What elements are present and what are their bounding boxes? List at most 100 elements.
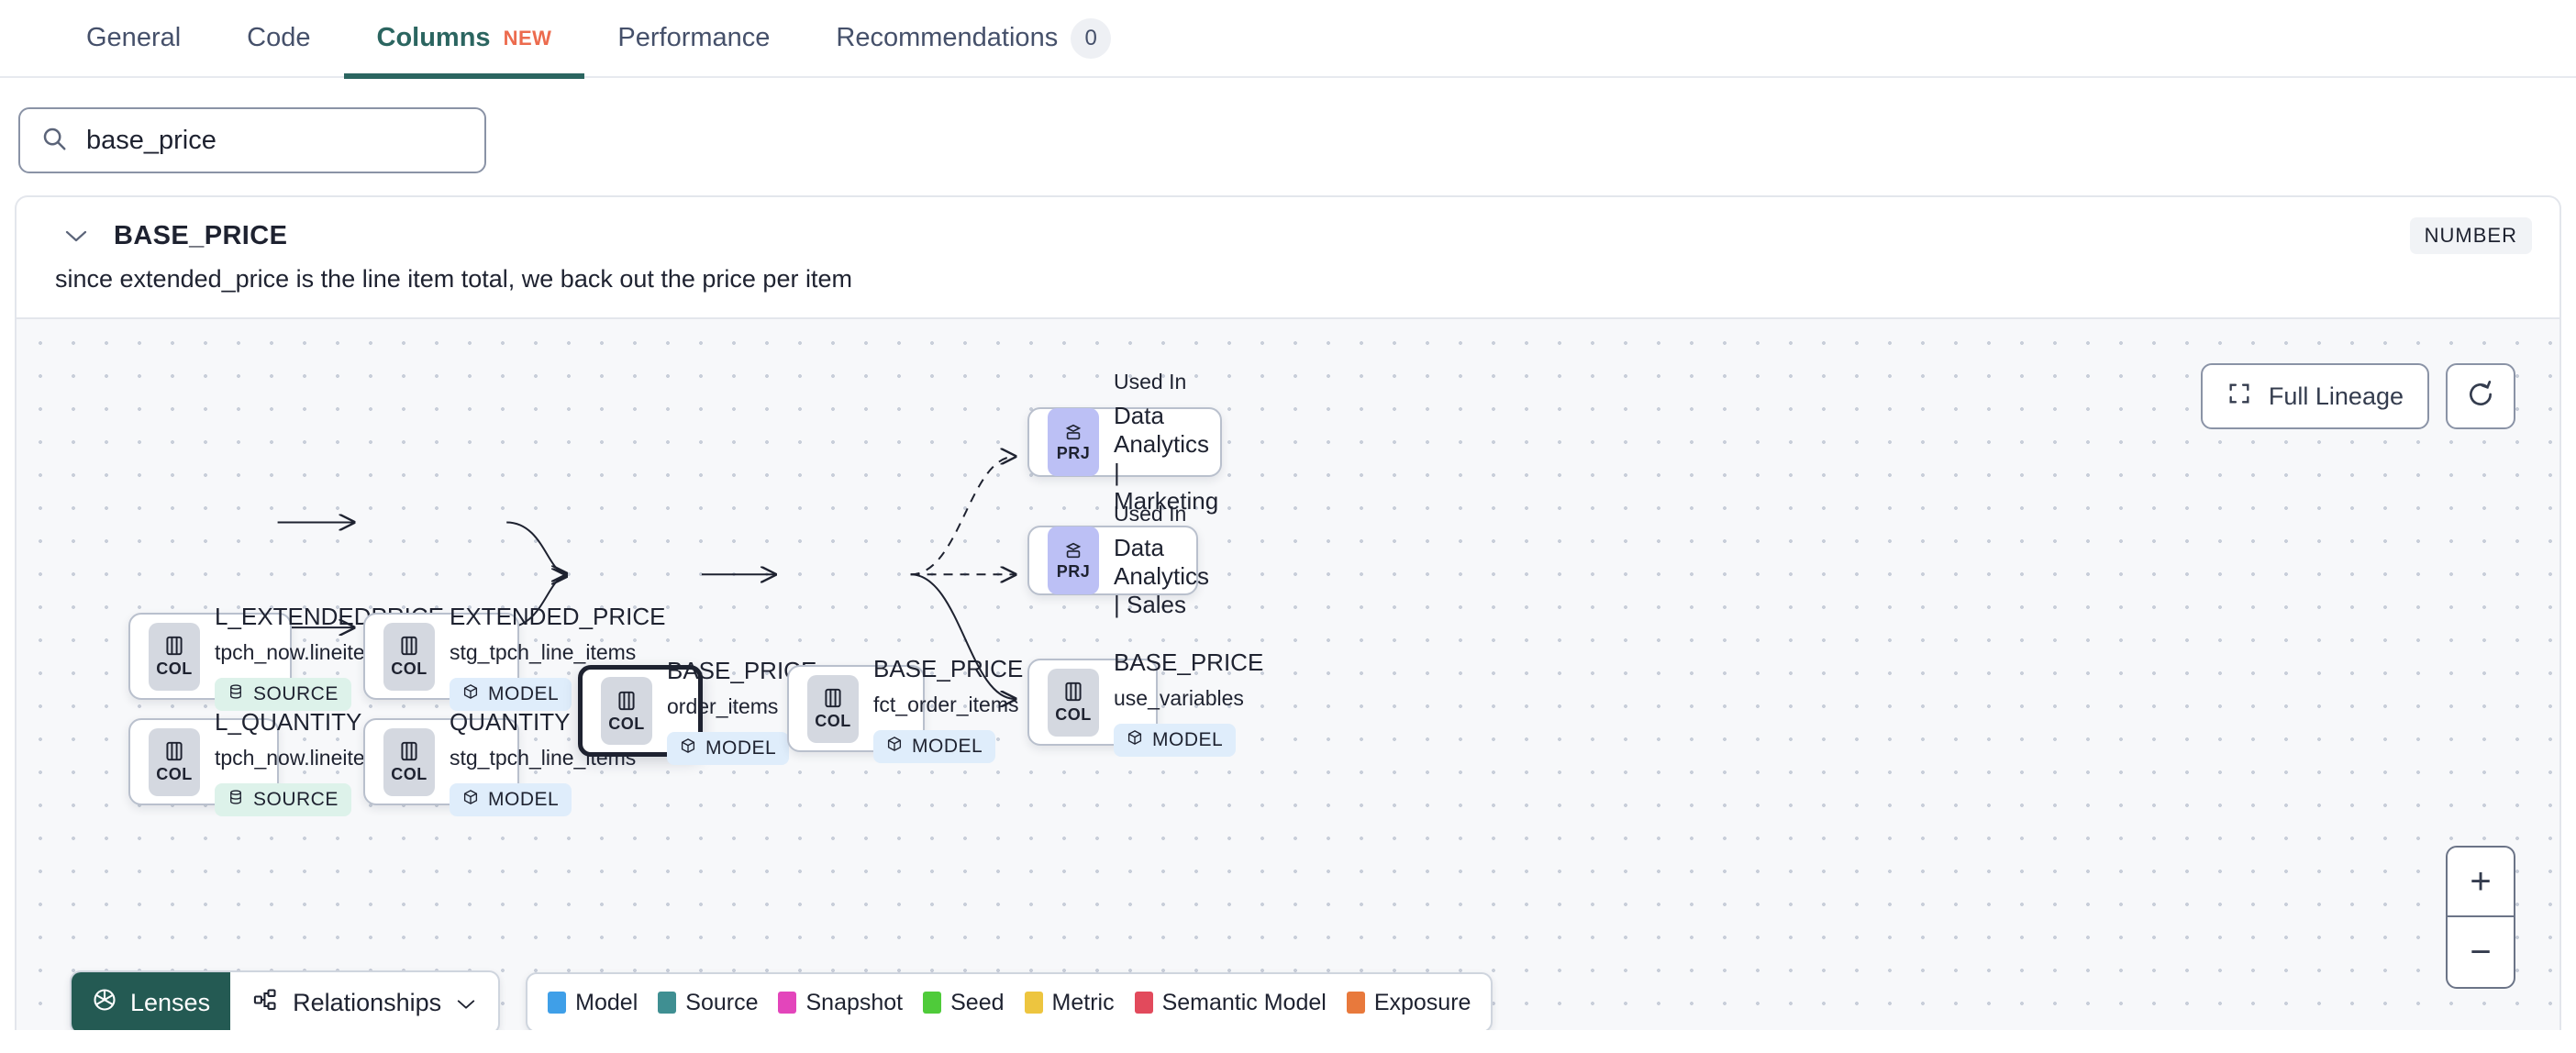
relationships-label: Relationships bbox=[293, 988, 442, 1016]
tab-label: General bbox=[86, 23, 182, 52]
zoom-in-button[interactable]: + bbox=[2448, 848, 2514, 917]
node-type-label: MODEL bbox=[1152, 728, 1224, 750]
search-input[interactable] bbox=[84, 124, 464, 157]
col-badge-label: COL bbox=[391, 660, 427, 678]
legend-label: Semantic Model bbox=[1161, 989, 1327, 1015]
node-title: Used In bbox=[1114, 369, 1187, 393]
node-body: Used In Data Analytics | Marketing bbox=[1099, 370, 1235, 515]
tab-general[interactable]: General bbox=[53, 0, 214, 77]
node-type-label: SOURCE bbox=[253, 682, 339, 704]
node-body: L_QUANTITY tpch_now.lineitem SOURCE bbox=[200, 708, 399, 816]
node-body: BASE_PRICE use_variables MODEL bbox=[1099, 648, 1280, 757]
tab-code[interactable]: Code bbox=[214, 0, 343, 77]
col-icon: COL bbox=[383, 727, 435, 796]
col-icon: COL bbox=[601, 677, 652, 745]
tab-performance[interactable]: Performance bbox=[584, 0, 803, 77]
column-header: BASE_PRICE NUMBER bbox=[17, 197, 2559, 261]
node-subtitle: tpch_now.lineitem bbox=[215, 639, 383, 664]
node-type-tag: SOURCE bbox=[215, 782, 351, 816]
legend-swatch bbox=[1024, 992, 1043, 1014]
lineage-canvas[interactable]: COL L_EXTENDEDPRICE tpch_now.lineitem SO… bbox=[17, 317, 2559, 1030]
cube-icon bbox=[886, 736, 903, 758]
node-subtitle: Data Analytics | Sales bbox=[1114, 534, 1210, 618]
node-subtitle: Data Analytics | Marketing bbox=[1114, 401, 1219, 515]
legend-swatch bbox=[548, 992, 567, 1014]
zoom-out-button[interactable]: − bbox=[2470, 931, 2492, 972]
col-icon: COL bbox=[383, 622, 435, 691]
tab-label: Performance bbox=[617, 23, 771, 52]
tab-new-badge: NEW bbox=[503, 26, 552, 50]
lenses-button[interactable]: Lenses bbox=[72, 972, 231, 1030]
relationships-button[interactable]: Relationships bbox=[230, 972, 498, 1030]
legend-label: Model bbox=[575, 989, 638, 1015]
database-icon bbox=[228, 789, 244, 811]
node-type-tag: MODEL bbox=[873, 729, 996, 763]
node-title: QUANTITY bbox=[450, 707, 571, 736]
legend-swatch bbox=[1346, 992, 1365, 1014]
node-type-tag: MODEL bbox=[667, 732, 790, 765]
lens-relationships-group: Lenses Relationships bbox=[70, 970, 501, 1030]
col-badge-label: COL bbox=[391, 765, 427, 783]
node-type-tag: MODEL bbox=[450, 677, 572, 711]
lineage-node-project-marketing[interactable]: PRJ Used In Data Analytics | Marketing bbox=[1027, 370, 1222, 515]
legend-item-metric: Metric bbox=[1024, 989, 1115, 1016]
lineage-node-base-price-use-variables[interactable]: COL BASE_PRICE use_variables MODEL bbox=[1027, 648, 1263, 757]
legend-label: Seed bbox=[950, 989, 1005, 1015]
graph-top-controls: Full Lineage bbox=[2200, 363, 2515, 429]
legend-item-exposure: Exposure bbox=[1346, 989, 1471, 1016]
graph-bottom-bar: Lenses Relationships bbox=[70, 970, 1493, 1030]
column-detail-card: BASE_PRICE NUMBER since extended_price i… bbox=[15, 195, 2561, 1030]
lineage-node-quantity[interactable]: COL QUANTITY stg_tpch_line_items MODEL bbox=[363, 708, 636, 816]
cube-icon bbox=[680, 737, 696, 759]
legend-label: Metric bbox=[1051, 989, 1115, 1015]
lineage-node-project-sales[interactable]: PRJ Used In Data Analytics | Sales bbox=[1027, 502, 1209, 618]
refresh-button[interactable] bbox=[2446, 363, 2515, 429]
node-type-tag: MODEL bbox=[1114, 723, 1237, 757]
cube-icon bbox=[1127, 729, 1143, 751]
lineage-node-extended-price[interactable]: COL EXTENDED_PRICE stg_tpch_line_items M… bbox=[363, 603, 666, 711]
tab-bar: General Code Columns NEW Performance Rec… bbox=[0, 0, 2576, 79]
cube-icon bbox=[462, 683, 479, 705]
search-box[interactable] bbox=[18, 107, 486, 173]
col-badge-label: COL bbox=[815, 712, 851, 730]
tab-columns[interactable]: Columns NEW bbox=[343, 0, 585, 79]
expand-icon bbox=[2226, 381, 2252, 413]
lineage-node-l-extendedprice[interactable]: COL L_EXTENDEDPRICE tpch_now.lineitem SO… bbox=[128, 603, 444, 711]
full-lineage-button[interactable]: Full Lineage bbox=[2200, 363, 2429, 429]
search-area bbox=[0, 78, 2576, 195]
col-icon: COL bbox=[149, 727, 200, 796]
tab-label: Columns bbox=[376, 23, 491, 52]
legend-item-model: Model bbox=[548, 990, 638, 1016]
lenses-label: Lenses bbox=[130, 988, 211, 1016]
database-icon bbox=[228, 683, 244, 705]
col-badge-label: COL bbox=[156, 660, 193, 678]
col-icon: COL bbox=[1048, 668, 1099, 737]
node-subtitle: tpch_now.lineitem bbox=[215, 745, 383, 770]
prj-icon: PRJ bbox=[1048, 408, 1099, 476]
lineage-node-base-price-fct-order-items[interactable]: COL BASE_PRICE fct_order_items MODEL bbox=[787, 655, 1023, 763]
node-subtitle: use_variables bbox=[1114, 685, 1244, 710]
node-subtitle: fct_order_items bbox=[873, 692, 1019, 716]
node-type-tag: MODEL bbox=[450, 782, 572, 816]
full-lineage-label: Full Lineage bbox=[2268, 382, 2404, 410]
column-type-badge: NUMBER bbox=[2409, 217, 2532, 254]
legend-label: Exposure bbox=[1373, 989, 1471, 1015]
node-title: Used In bbox=[1114, 502, 1187, 526]
col-badge-label: COL bbox=[608, 714, 645, 733]
chevron-down-icon[interactable] bbox=[64, 224, 88, 248]
legend-item-semantic-model: Semantic Model bbox=[1134, 989, 1327, 1016]
col-badge-label: COL bbox=[1055, 705, 1092, 724]
tab-recommendations[interactable]: Recommendations 0 bbox=[803, 0, 1144, 77]
prj-badge-label: PRJ bbox=[1056, 561, 1091, 581]
relationships-icon bbox=[252, 987, 278, 1019]
node-subtitle: order_items bbox=[667, 694, 779, 718]
tab-label: Recommendations bbox=[836, 23, 1059, 52]
aperture-icon bbox=[92, 987, 117, 1019]
node-subtitle: stg_tpch_line_items bbox=[450, 639, 637, 664]
column-description: since extended_price is the line item to… bbox=[55, 265, 852, 293]
legend-item-snapshot: Snapshot bbox=[778, 990, 903, 1016]
lineage-node-l-quantity[interactable]: COL L_QUANTITY tpch_now.lineitem SOURCE bbox=[128, 708, 383, 816]
node-type-tag: SOURCE bbox=[215, 677, 351, 711]
lineage-node-base-price-order-items[interactable]: COL BASE_PRICE order_items MODEL bbox=[578, 657, 816, 765]
node-body: Used In Data Analytics | Sales bbox=[1099, 502, 1226, 619]
